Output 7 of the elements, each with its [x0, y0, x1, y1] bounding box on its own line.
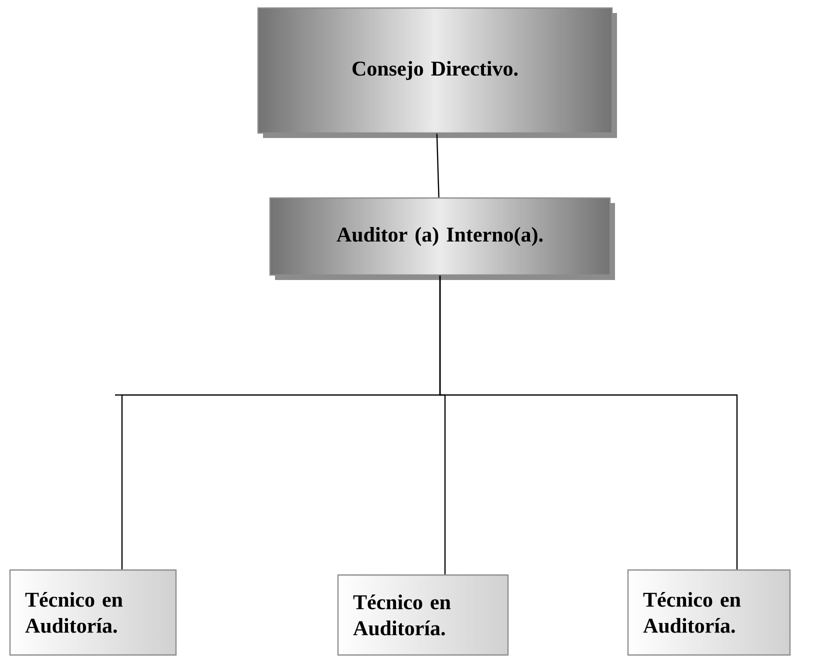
connector-line: [439, 276, 738, 570]
org-box: Técnico en Auditoría.: [627, 569, 791, 656]
connector-line: [436, 134, 440, 198]
org-box: Técnico en Auditoría.: [9, 569, 177, 656]
org-box: Auditor (a) Interno(a).: [269, 197, 615, 280]
org-box: Técnico en Auditoría.: [337, 574, 509, 656]
org-box: Consejo Directivo.: [257, 7, 617, 138]
